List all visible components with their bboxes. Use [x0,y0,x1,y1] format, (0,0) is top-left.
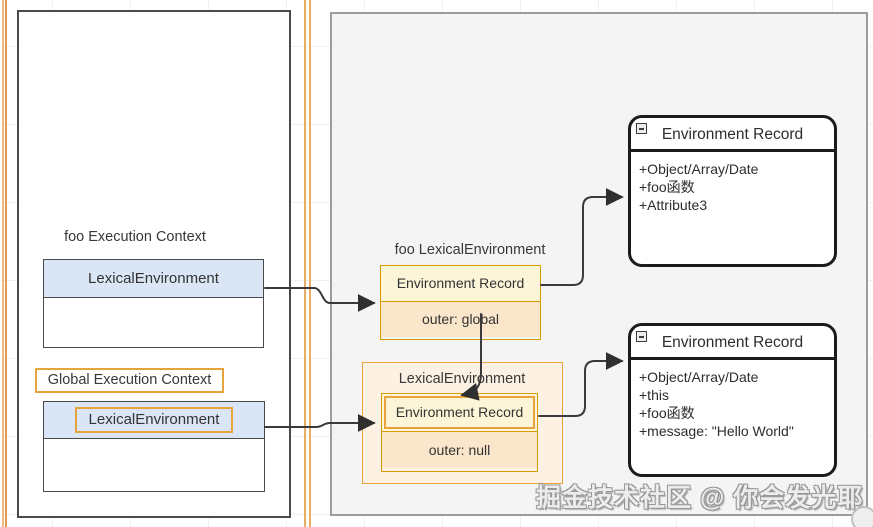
global-environment-record-label: Environment Record [382,394,537,432]
corner-circle-decoration [851,506,873,527]
page-guide-line [5,0,7,527]
record-attribute: +message: "Hello World" [639,423,794,439]
global-lexical-environment-container: LexicalEnvironment Environment Record ou… [362,362,563,484]
global-execution-context-title: Global Execution Context [35,368,224,393]
global-environment-record-text: Environment Record [395,404,524,420]
foo-record-node-header: Environment Record [631,118,834,152]
global-lexical-environment-box: LexicalEnvironment [43,401,265,492]
foo-lexical-environment-label: LexicalEnvironment [44,260,263,298]
watermark: 掘金技术社区 @ 你会发光耶 [536,484,864,512]
foo-record-node: Environment Record +Object/Array/Date +f… [628,115,837,267]
global-lexical-environment-header: LexicalEnvironment [44,402,264,439]
global-environment-record-box: Environment Record outer: null [381,393,538,472]
global-outer-reference: outer: null [382,432,537,468]
global-lexical-environment-title: LexicalEnvironment [398,371,526,387]
foo-environment-record-label: Environment Record [381,266,540,302]
global-record-node-header: Environment Record [631,326,834,360]
collapse-icon [636,331,647,342]
global-record-node-body: +Object/Array/Date +this +foo函数 +message… [631,360,834,440]
record-attribute: +this [639,387,669,403]
global-record-node: Environment Record +Object/Array/Date +t… [628,323,837,477]
foo-lexical-environment-box: LexicalEnvironment [43,259,264,348]
foo-outer-reference: outer: global [381,302,540,337]
lexical-environment-panel: foo LexicalEnvironment Environment Recor… [330,12,868,516]
record-attribute: +Object/Array/Date [639,369,759,385]
execution-context-panel: foo Execution Context LexicalEnvironment… [17,10,291,518]
record-attribute: +Attribute3 [639,197,708,213]
foo-environment-record-box: Environment Record outer: global [380,265,541,340]
record-attribute: +foo函数 [639,179,695,195]
record-attribute: +foo函数 [639,405,695,421]
page-guide-line [2,0,4,527]
collapse-icon [636,123,647,134]
record-attribute: +Object/Array/Date [639,161,759,177]
global-lexical-environment-label: LexicalEnvironment [74,407,234,433]
foo-record-node-body: +Object/Array/Date +foo函数 +Attribute3 [631,152,834,214]
page-guide-line [309,0,311,527]
foo-record-node-title: Environment Record [661,126,804,143]
foo-execution-context-title: foo Execution Context [64,229,206,245]
page-guide-line [304,0,306,527]
global-record-node-title: Environment Record [661,334,804,351]
foo-lexical-environment-title: foo LexicalEnvironment [394,242,546,258]
